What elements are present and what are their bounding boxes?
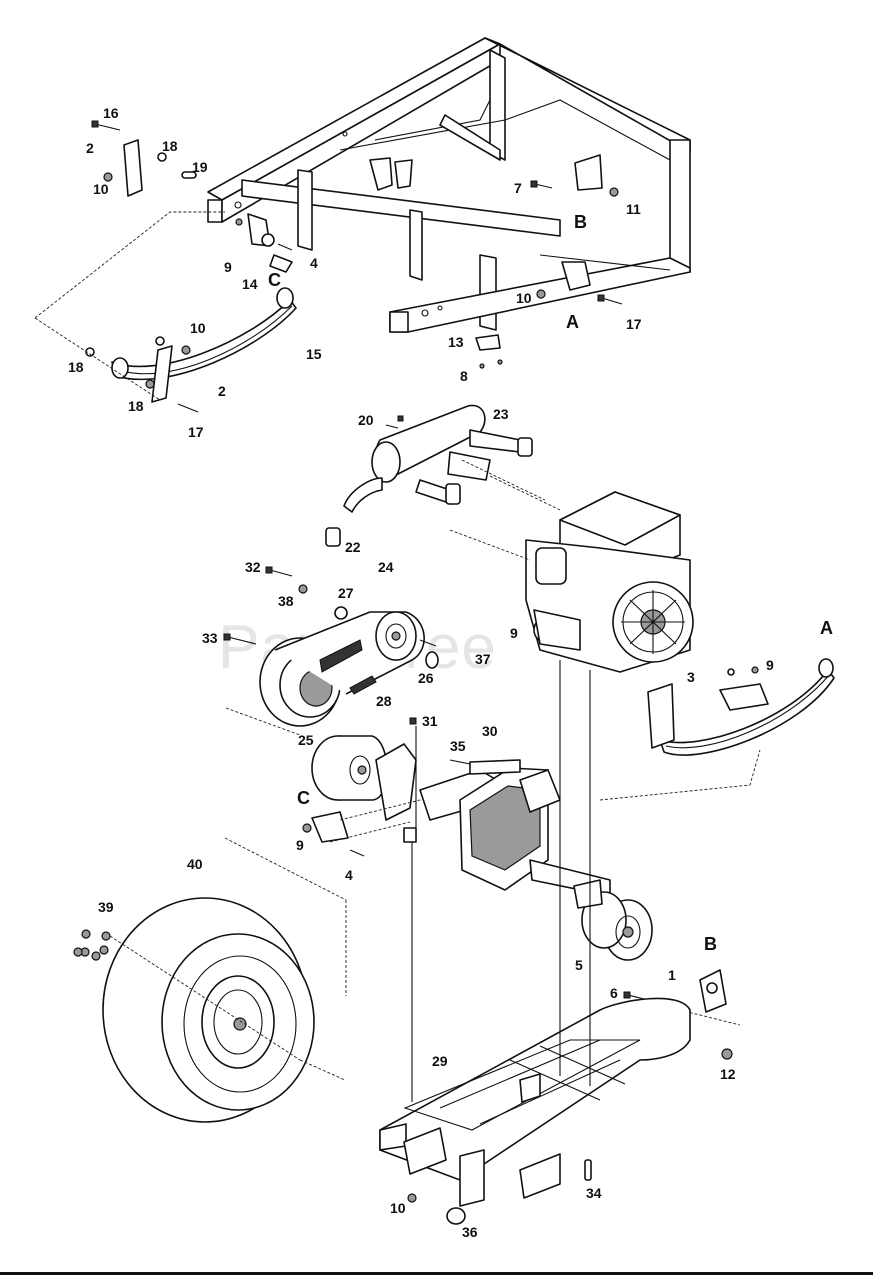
pulley-assembly bbox=[223, 566, 439, 736]
part-label-22[interactable]: 22 bbox=[345, 539, 361, 555]
part-label-39[interactable]: 39 bbox=[98, 899, 114, 915]
clutch-drum bbox=[302, 735, 441, 857]
leaf-spring-left bbox=[34, 211, 297, 413]
fastener-group-top-left bbox=[91, 120, 293, 273]
part-label-2[interactable]: 2 bbox=[86, 140, 94, 156]
bracket-a bbox=[536, 289, 623, 305]
part-label-25[interactable]: 25 bbox=[298, 732, 314, 748]
part-label-17[interactable]: 17 bbox=[626, 316, 642, 332]
part-label-5[interactable]: 5 bbox=[575, 957, 583, 973]
part-label-9[interactable]: 9 bbox=[224, 259, 232, 275]
ref-label-c[interactable]: C bbox=[268, 270, 281, 290]
part-label-24[interactable]: 24 bbox=[378, 559, 394, 575]
part-label-16[interactable]: 16 bbox=[103, 105, 119, 121]
part-label-38[interactable]: 38 bbox=[278, 593, 294, 609]
part-label-4[interactable]: 4 bbox=[310, 255, 318, 271]
part-label-29[interactable]: 29 bbox=[432, 1053, 448, 1069]
ref-label-a[interactable]: A bbox=[820, 618, 833, 638]
part-label-36[interactable]: 36 bbox=[462, 1224, 478, 1240]
part-label-27[interactable]: 27 bbox=[338, 585, 354, 601]
part-label-4[interactable]: 4 bbox=[345, 867, 353, 883]
muffler bbox=[325, 404, 561, 547]
part-label-20[interactable]: 20 bbox=[358, 412, 374, 428]
part-label-9[interactable]: 9 bbox=[296, 837, 304, 853]
leaf-spring-right bbox=[599, 658, 835, 801]
part-label-17[interactable]: 17 bbox=[188, 424, 204, 440]
part-label-34[interactable]: 34 bbox=[586, 1185, 602, 1201]
part-label-14[interactable]: 14 bbox=[242, 276, 258, 292]
part-label-10[interactable]: 10 bbox=[516, 290, 532, 306]
part-label-28[interactable]: 28 bbox=[376, 693, 392, 709]
bottom-border bbox=[0, 1272, 873, 1275]
ref-label-b[interactable]: B bbox=[574, 212, 587, 232]
engine bbox=[449, 491, 694, 673]
part-label-9[interactable]: 9 bbox=[510, 625, 518, 641]
part-label-11[interactable]: 11 bbox=[626, 201, 641, 217]
part-label-12[interactable]: 12 bbox=[720, 1066, 736, 1082]
part-label-6[interactable]: 6 bbox=[610, 985, 618, 1001]
part-label-1[interactable]: 1 bbox=[668, 967, 676, 983]
bracket-b bbox=[530, 180, 619, 197]
ref-label-c[interactable]: C bbox=[297, 788, 310, 808]
part-label-10[interactable]: 10 bbox=[93, 181, 109, 197]
part-label-7[interactable]: 7 bbox=[514, 180, 522, 196]
part-label-33[interactable]: 33 bbox=[202, 630, 218, 646]
part-label-19[interactable]: 19 bbox=[192, 159, 208, 175]
part-label-10[interactable]: 10 bbox=[390, 1200, 406, 1216]
part-label-2[interactable]: 2 bbox=[218, 383, 226, 399]
part-label-9[interactable]: 9 bbox=[766, 657, 774, 673]
part-label-8[interactable]: 8 bbox=[460, 368, 468, 384]
part-label-35[interactable]: 35 bbox=[450, 738, 466, 754]
wheel bbox=[73, 837, 347, 1123]
part-label-26[interactable]: 26 bbox=[418, 670, 434, 686]
part-label-18[interactable]: 18 bbox=[68, 359, 84, 375]
part-label-3[interactable]: 3 bbox=[687, 669, 695, 685]
part-label-31[interactable]: 31 bbox=[422, 713, 438, 729]
part-label-37[interactable]: 37 bbox=[475, 651, 491, 667]
part-label-10[interactable]: 10 bbox=[190, 320, 206, 336]
part-label-32[interactable]: 32 bbox=[245, 559, 261, 575]
part-label-13[interactable]: 13 bbox=[448, 334, 464, 350]
part-labels: 16 2 18 19 10 9 14 C 4 7 B 11 10 A 17 13… bbox=[68, 105, 833, 1240]
ref-label-b[interactable]: B bbox=[704, 934, 717, 954]
transaxle bbox=[403, 717, 653, 961]
lower-frame bbox=[379, 660, 691, 1225]
bracket-13 bbox=[475, 334, 503, 369]
ref-label-a[interactable]: A bbox=[566, 312, 579, 332]
part-label-40[interactable]: 40 bbox=[187, 856, 203, 872]
part-label-23[interactable]: 23 bbox=[493, 406, 509, 422]
part-label-18[interactable]: 18 bbox=[162, 138, 178, 154]
part-label-30[interactable]: 30 bbox=[482, 723, 498, 739]
part-label-15[interactable]: 15 bbox=[306, 346, 322, 362]
part-label-18[interactable]: 18 bbox=[128, 398, 144, 414]
